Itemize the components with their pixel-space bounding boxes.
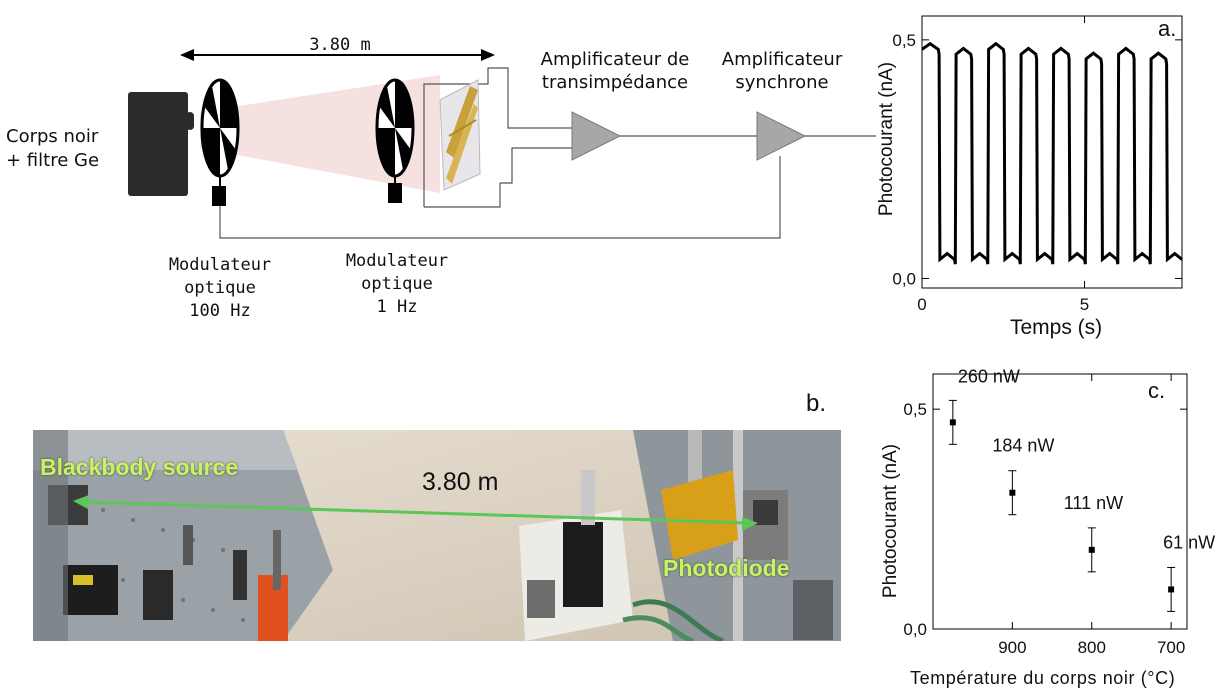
y-axis-label: Photocourant (nA) [880,443,901,599]
plot-frame [921,15,1183,289]
data-label: 184 nW [992,436,1054,456]
y-tick-label: 0,0 [903,620,927,639]
plot-frame [932,373,1188,630]
photodiode-label: Photodiode [663,555,790,581]
source-label: Corps noir + filtre Ge [6,125,99,173]
chopper-wheel-icon [200,78,240,206]
photocurrent-time-chart: 0,0 0,5 0 5 [892,15,1183,314]
photo-distance-label: 3.80 m [422,468,499,496]
distance-arrow-photo [73,495,758,531]
data-point [949,419,956,426]
y-tick-label: 0,5 [892,31,916,50]
modulator-label-line1: Modulateur [345,251,449,271]
source-label-line1: Corps noir [6,126,99,147]
amplifier-label-line1: Amplificateur de [540,49,690,70]
detector-icon [423,67,501,208]
transimpedance-amplifier-label: Amplificateur de transimpédance [530,48,700,94]
distance-label: 3.80 m [309,35,371,55]
source-label-line2: + filtre Ge [6,150,100,171]
chopper-wheel-icon [375,78,415,203]
lab-photo [33,430,841,641]
y-tick-label: 0,5 [903,400,927,419]
data-label: 260 nW [958,366,1020,386]
x-tick-label: 0 [917,295,926,314]
x-axis-label: Temps (s) [1010,316,1103,339]
series-line [921,41,1183,265]
transimpedance-amplifier-icon [571,111,622,161]
modulator-label-line2: optique [184,278,256,298]
data-point [1088,546,1095,553]
modulator-label-line2: optique [361,274,433,294]
blackbody-source-label: Blackbody source [40,454,239,480]
blackbody-source-icon [128,92,194,196]
distance-arrow [180,49,495,61]
y-tick-label: 0,0 [892,269,916,288]
modulator-label-line1: Modulateur [168,255,272,275]
x-tick-label: 800 [1078,638,1106,657]
panel-label-c: c. [1148,378,1166,403]
x-axis-label: Température du corps noir (°C) [910,668,1176,688]
modulator-100hz-label: Modulateur optique 100 Hz [160,254,280,323]
amplifier-label-line2: synchrone [735,72,829,93]
data-label: 111 nW [1064,493,1123,513]
setup-diagram [128,49,876,239]
amplifier-label-line1: Amplificateur [721,49,843,70]
amplifier-label-line2: transimpédance [541,72,689,93]
lab-photo-image [33,430,841,641]
y-axis-label: Photocourant (nA) [876,61,897,217]
modulator-label-line3: 1 Hz [376,297,418,317]
lockin-amplifier-icon [756,111,807,161]
panel-label-a: a. [1158,16,1177,41]
panel-label-b: b. [806,390,827,417]
x-tick-label: 700 [1157,638,1185,657]
photocurrent-temperature-chart: 0,0 0,5 900 800 700 260 nW 184 nW 111 nW 61 nW [903,366,1215,657]
data-point [1009,489,1016,496]
modulator-1hz-label: Modulateur optique 1 Hz [332,250,462,319]
data-point [1168,586,1175,593]
modulator-label-line3: 100 Hz [189,301,251,321]
x-tick-label: 900 [998,638,1026,657]
lockin-amplifier-label: Amplificateur synchrone [712,48,852,94]
x-tick-label: 5 [1080,295,1089,314]
data-label: 61 nW [1163,532,1215,552]
